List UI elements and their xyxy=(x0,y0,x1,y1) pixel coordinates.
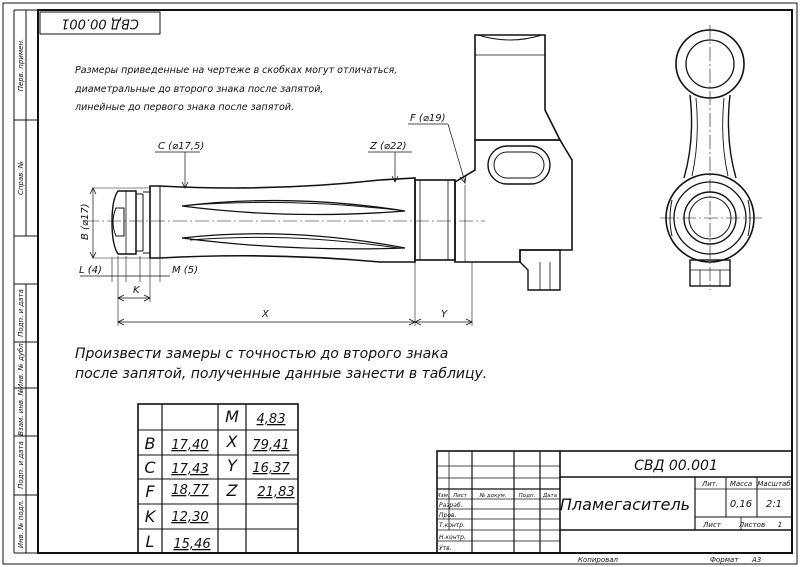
hdr-izm: Изм. xyxy=(437,493,450,499)
mass-value: 0,16 xyxy=(730,499,752,510)
dim-k: K xyxy=(133,285,141,296)
dim-x: X xyxy=(261,309,270,320)
hdr-sign: Подп. xyxy=(519,493,536,499)
row-value-k: 12,30 xyxy=(171,510,208,525)
row-value-c: 17,43 xyxy=(171,462,208,477)
format-value: А3 xyxy=(751,556,761,564)
dim-l: L (4) xyxy=(79,265,102,276)
hdr-date: Дата xyxy=(542,493,558,499)
side-label-perv: Перв. примен. xyxy=(17,39,25,92)
part-end-view xyxy=(660,25,762,290)
role-dev: Разраб. xyxy=(439,502,463,509)
row-label-b: B xyxy=(145,434,156,453)
side-label-sprav: Справ. № xyxy=(17,161,25,195)
hdr-list: Лист xyxy=(452,493,468,499)
row-label-k: K xyxy=(145,507,157,526)
row-value-y: 16,37 xyxy=(252,461,290,476)
dim-m: M (5) xyxy=(172,265,198,276)
row-value-x: 79,41 xyxy=(252,438,289,453)
rotated-designation: СВД 00.001 xyxy=(61,16,139,31)
row-label-z: Z xyxy=(226,481,239,500)
role-check: Пров. xyxy=(439,512,457,519)
side-label-vzam: Взам. инв. № xyxy=(17,388,25,436)
format-label: Формат xyxy=(710,556,739,564)
row-value-b: 17,40 xyxy=(171,438,208,453)
row-value-m: 4,83 xyxy=(257,412,286,427)
dim-b: B (⌀17) xyxy=(80,203,91,240)
title-designation: СВД 00.001 xyxy=(634,458,718,474)
sheets-label: Листов xyxy=(738,521,765,529)
title-part-name: Пламегаситель xyxy=(560,495,690,514)
note-line-3: линейные до первого знака после запятой. xyxy=(74,102,294,113)
dim-f: F (⌀19) xyxy=(410,113,445,124)
row-label-f: F xyxy=(145,482,155,501)
title-block: СВД 00.001 Пламегаситель Лит. Масса Масш… xyxy=(436,450,793,554)
col-lit: Лит. xyxy=(701,480,718,488)
instruction: Произвести замеры с точностью до второго… xyxy=(75,346,487,382)
col-mass: Масса xyxy=(730,480,752,488)
row-label-l: L xyxy=(146,532,155,551)
row-label-x: X xyxy=(226,432,239,451)
side-label-podp1: Подп. и дата xyxy=(17,289,25,337)
dimensions: C (⌀17,5) Z (⌀22) F (⌀19) B (⌀17) L (4) … xyxy=(79,113,473,326)
side-label-dubl: Инв. № дубл. xyxy=(17,341,25,389)
side-label-podp2: Подп. и дата xyxy=(17,441,25,489)
role-appr: Утв. xyxy=(439,545,452,552)
instruction-line-1: Произвести замеры с точностью до второго… xyxy=(75,346,448,362)
side-labels: Перв. примен. Справ. № Подп. и дата Инв.… xyxy=(17,39,25,548)
note-line-2: диаметральные до второго знака после зап… xyxy=(74,84,323,95)
sheet-footer: Копировал Формат А3 xyxy=(578,556,761,564)
role-ncontr: Н.контр. xyxy=(439,534,466,541)
measurement-table: B 17,40 C 17,43 F 18,77 K 12,30 L 15,46 … xyxy=(137,403,299,554)
notes: Размеры приведенные на чертеже в скобках… xyxy=(74,65,397,113)
sheet-label: Лист xyxy=(702,521,722,529)
instruction-line-2: после запятой, полученные данные занести… xyxy=(75,366,487,382)
row-value-l: 15,46 xyxy=(173,537,210,552)
dim-z: Z (⌀22) xyxy=(369,141,407,152)
side-label-podl: Инв. № подл. xyxy=(17,500,25,548)
dim-y: Y xyxy=(441,309,448,320)
sheets-count: 1 xyxy=(778,521,782,529)
row-label-c: C xyxy=(144,458,156,477)
row-label-m: M xyxy=(225,407,239,426)
row-value-z: 21,83 xyxy=(257,485,294,500)
role-tcontr: Т.контр. xyxy=(439,522,465,529)
row-value-f: 18,77 xyxy=(171,483,209,498)
note-line-1: Размеры приведенные на чертеже в скобках… xyxy=(75,65,397,76)
row-label-y: Y xyxy=(227,456,238,475)
copied-label: Копировал xyxy=(578,556,619,564)
hdr-doc: № докум. xyxy=(478,493,506,499)
dim-c: C (⌀17,5) xyxy=(158,141,204,152)
part-side-view xyxy=(85,34,573,291)
col-scale: Масштаб xyxy=(757,480,791,488)
scale-value: 2:1 xyxy=(766,499,782,510)
rotated-stamp: СВД 00.001 xyxy=(39,11,161,35)
